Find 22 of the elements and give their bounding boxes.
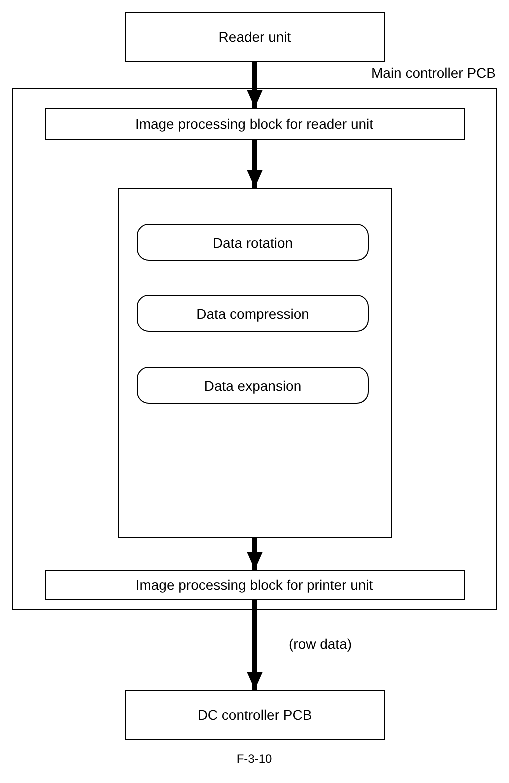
edge-label: (row data)	[289, 636, 352, 652]
function-box	[137, 367, 369, 404]
unit-box	[125, 690, 385, 740]
arrow	[247, 600, 263, 690]
function-box	[137, 295, 369, 332]
box-label: Data compression	[196, 306, 310, 322]
box-label: Data expansion	[204, 378, 302, 394]
function-group-box	[118, 188, 392, 538]
box-label: DC controller PCB	[198, 707, 312, 723]
process-block	[44, 570, 464, 600]
box-label: Data rotation	[212, 234, 294, 250]
box-label: Reader unit	[218, 29, 292, 45]
box-label: Image processing block for reader unit	[135, 116, 374, 132]
process-block	[44, 108, 464, 140]
arrow	[247, 140, 263, 188]
function-box	[137, 224, 369, 261]
box-label: Image processing block for printer unit	[136, 576, 374, 592]
arrow	[247, 538, 263, 570]
board-label: Main controller PCB	[372, 65, 496, 81]
arrow	[247, 62, 263, 108]
unit-box	[125, 12, 385, 62]
figure-caption: F-3-10	[236, 752, 272, 766]
